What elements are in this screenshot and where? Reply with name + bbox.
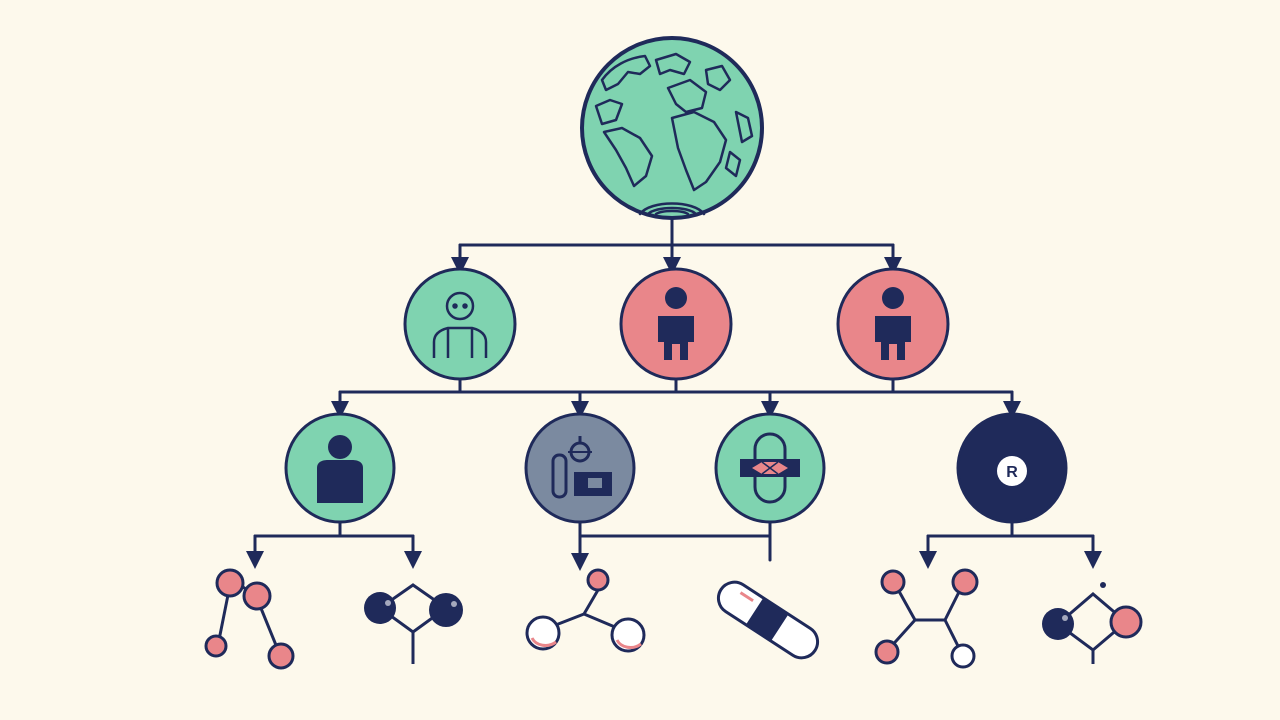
registered-mark-label: R — [1006, 464, 1018, 481]
globe-icon — [580, 36, 764, 220]
level1-node-1 — [403, 267, 517, 381]
level2-node-2 — [524, 412, 636, 524]
molecule-chain-icon — [204, 568, 295, 670]
robot-machine-icon — [551, 436, 612, 499]
molecule-branch-icon — [525, 568, 646, 653]
person-icon — [317, 435, 363, 503]
level2-node-4: R — [956, 412, 1068, 524]
person-outline-icon — [432, 291, 488, 358]
capsule-pill-icon — [716, 580, 820, 660]
level1-node-2 — [619, 267, 733, 381]
connectors — [246, 213, 1102, 571]
person-icon — [875, 287, 911, 360]
level2-node-1 — [284, 412, 396, 524]
person-icon — [658, 287, 694, 360]
registered-mark-icon: R — [997, 456, 1027, 486]
molecule-square-icon — [1042, 582, 1143, 664]
level2-node-3 — [714, 412, 826, 524]
level1-node-3 — [836, 267, 950, 381]
bandage-icon — [740, 432, 800, 504]
molecule-cross-icon — [874, 568, 979, 669]
molecule-ring-icon — [364, 583, 463, 664]
